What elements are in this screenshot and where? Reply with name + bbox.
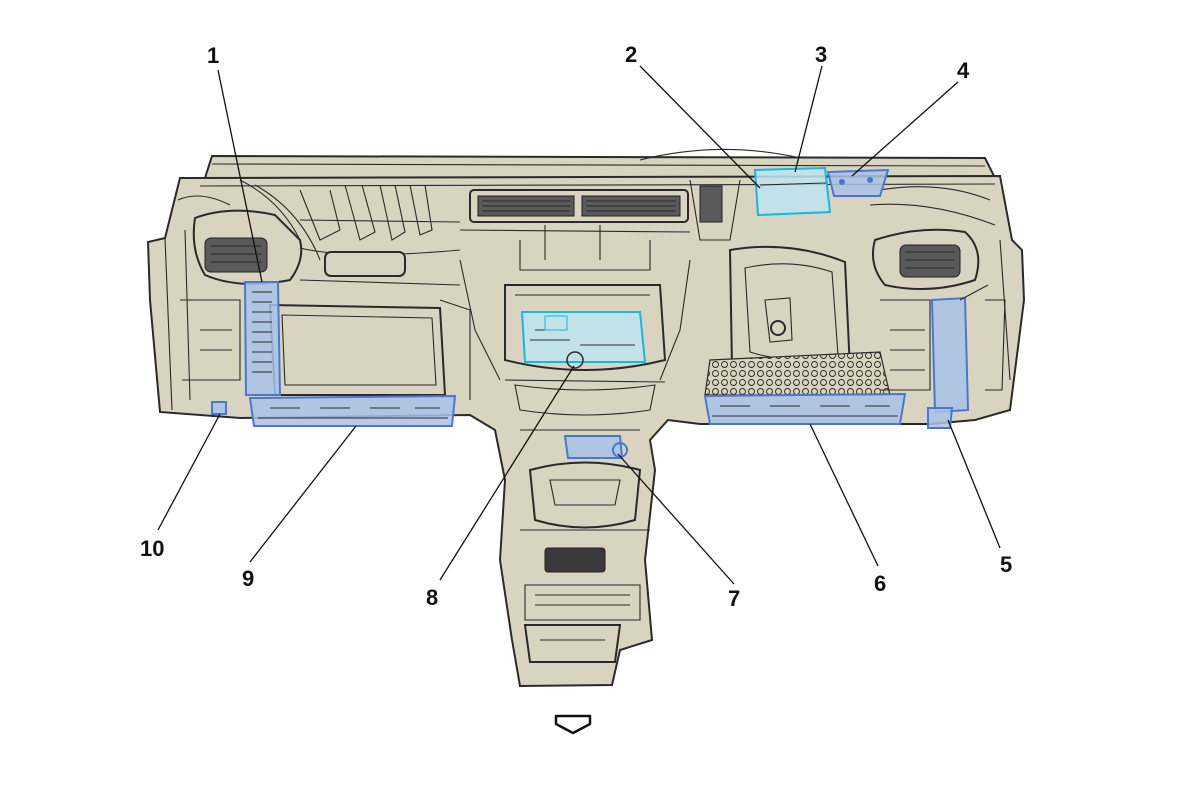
callout-3: 3	[815, 42, 827, 67]
left-lower-module	[248, 394, 457, 427]
right-dash-section	[689, 179, 1011, 396]
console-module	[563, 435, 628, 459]
left-bracket	[211, 401, 227, 415]
left-air-vent	[192, 209, 303, 285]
center-sensor	[566, 351, 584, 369]
right-lower-module	[703, 392, 907, 425]
callout-5: 5	[1000, 552, 1012, 577]
callout-9: 9	[242, 566, 254, 591]
right-air-vent	[872, 228, 980, 290]
callout-labels: 1 2 3 4 5 6 7 8 9 10	[140, 42, 1012, 611]
center-air-vent	[469, 189, 689, 223]
upper-right-module	[753, 166, 832, 217]
callout-6: 6	[874, 571, 886, 596]
callout-7: 7	[728, 586, 740, 611]
callout-10: 10	[140, 536, 164, 561]
center-module	[520, 311, 647, 363]
upper-right-bracket	[826, 168, 890, 197]
callout-2: 2	[625, 42, 637, 67]
callout-4: 4	[957, 58, 970, 83]
left-side-module	[243, 281, 282, 396]
callout-leaders	[157, 65, 1001, 585]
callout-8: 8	[426, 585, 438, 610]
glove-box	[268, 303, 447, 396]
right-side-module	[927, 284, 989, 429]
arrow-down-outline-icon	[554, 714, 592, 735]
left-dash-section	[164, 179, 471, 411]
callout-1: 1	[207, 43, 219, 68]
